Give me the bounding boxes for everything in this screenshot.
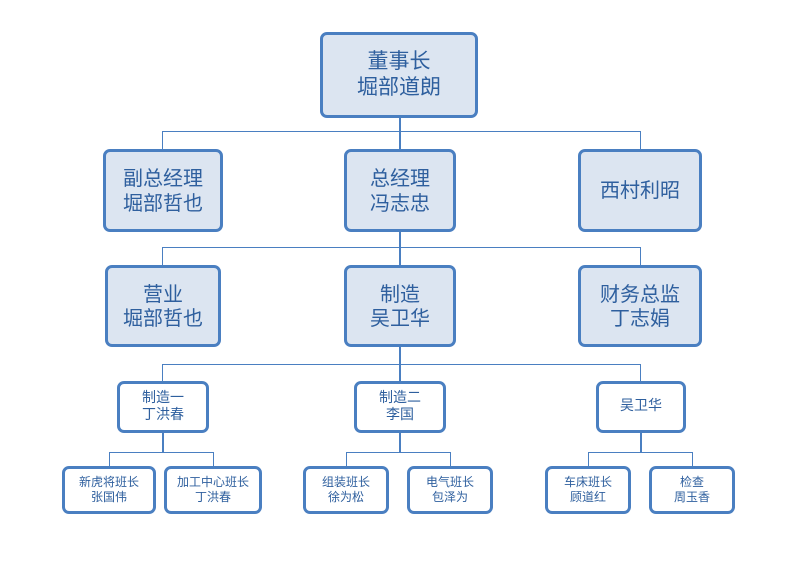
node-machining-center-team-title: 加工中心班长 — [176, 475, 249, 490]
connector-drop-wu-weihua — [640, 364, 641, 381]
connector-drop-electrical-team — [450, 452, 451, 466]
connector-bus-wu-weihua — [588, 452, 693, 453]
node-xinhujiang-team-name: 张国伟 — [90, 490, 127, 504]
node-finance-director[interactable]: 财务总监 丁志娟 — [578, 265, 702, 347]
node-finance-director-name: 丁志娟 — [610, 306, 670, 330]
node-nishimura[interactable]: 西村利昭 — [578, 149, 702, 232]
connector-drop-manufacturing — [399, 247, 401, 265]
connector-drop-mfg-two — [399, 364, 401, 381]
node-mfg-one-title: 制造一 — [142, 389, 184, 406]
node-finance-director-title: 财务总监 — [600, 281, 680, 306]
node-general-manager-name: 冯志忠 — [370, 190, 430, 215]
connector-chairman-stem — [399, 118, 401, 132]
connector-drop-mfg-one — [162, 364, 163, 381]
node-manufacturing-title: 制造 — [380, 281, 420, 306]
node-general-manager[interactable]: 总经理 冯志忠 — [344, 149, 456, 232]
connector-mfg-two-stem — [399, 432, 401, 453]
node-nishimura-title: 西村利昭 — [600, 178, 680, 203]
connector-general-manager-stem — [399, 232, 401, 248]
connector-bus-row2 — [162, 247, 640, 248]
node-lathe-team-title: 车床班长 — [563, 475, 612, 490]
node-electrical-team-name: 包泽为 — [431, 490, 468, 504]
node-general-manager-title: 总经理 — [370, 166, 430, 191]
node-mfg-one[interactable]: 制造一 丁洪春 — [117, 381, 209, 433]
connector-bus-mfg-two — [346, 452, 451, 453]
node-chairman[interactable]: 董事长 堀部道朗 — [320, 32, 478, 118]
node-machining-center-team-name: 丁洪春 — [194, 490, 231, 504]
node-manufacturing-name: 吴卫华 — [370, 306, 430, 330]
connector-mfg-one-stem — [162, 432, 164, 453]
connector-drop-deputy-gm — [162, 131, 163, 149]
connector-bus-row1 — [162, 131, 640, 132]
node-wu-weihua-title: 吴卫华 — [620, 398, 662, 415]
node-assembly-team-name: 徐为松 — [327, 490, 364, 504]
node-machining-center-team[interactable]: 加工中心班长 丁洪春 — [164, 466, 262, 514]
connector-drop-xinhujiang-team — [109, 452, 110, 466]
node-lathe-team[interactable]: 车床班长 顾道红 — [545, 466, 631, 514]
connector-bus-mfg-one — [109, 452, 214, 453]
node-wu-weihua[interactable]: 吴卫华 — [596, 381, 686, 433]
node-inspection-team-title: 检查 — [679, 475, 704, 490]
node-deputy-gm[interactable]: 副总经理 堀部哲也 — [103, 149, 223, 232]
connector-manufacturing-stem — [399, 347, 401, 365]
node-sales[interactable]: 营业 堀部哲也 — [105, 265, 221, 347]
connector-drop-general-manager — [399, 131, 401, 149]
node-lathe-team-name: 顾道红 — [569, 490, 606, 504]
connector-drop-nishimura — [640, 131, 641, 149]
connector-drop-inspection-team — [692, 452, 693, 466]
node-mfg-two-name: 李国 — [386, 407, 414, 423]
connector-drop-machining-center-team — [213, 452, 214, 466]
connector-wu-weihua-stem — [640, 432, 642, 453]
node-mfg-one-name: 丁洪春 — [142, 407, 184, 423]
node-sales-name: 堀部哲也 — [123, 306, 203, 330]
node-chairman-title: 董事长 — [367, 49, 431, 74]
node-electrical-team-title: 电气班长 — [425, 475, 474, 490]
connector-drop-assembly-team — [346, 452, 347, 466]
connector-drop-sales — [162, 247, 163, 265]
node-deputy-gm-title: 副总经理 — [123, 166, 203, 191]
node-sales-title: 营业 — [143, 281, 183, 306]
node-assembly-team-title: 组装班长 — [321, 475, 370, 490]
node-xinhujiang-team[interactable]: 新虎将班长 张国伟 — [62, 466, 156, 514]
node-manufacturing[interactable]: 制造 吴卫华 — [344, 265, 456, 347]
node-mfg-two-title: 制造二 — [379, 389, 421, 406]
connector-drop-lathe-team — [588, 452, 589, 466]
node-deputy-gm-name: 堀部哲也 — [123, 190, 203, 215]
node-xinhujiang-team-title: 新虎将班长 — [78, 475, 139, 490]
node-chairman-name: 堀部道朗 — [357, 75, 441, 99]
connector-drop-finance-director — [640, 247, 641, 265]
node-assembly-team[interactable]: 组装班长 徐为松 — [303, 466, 389, 514]
connector-bus-row3 — [162, 364, 640, 365]
node-electrical-team[interactable]: 电气班长 包泽为 — [407, 466, 493, 514]
node-mfg-two[interactable]: 制造二 李国 — [354, 381, 446, 433]
node-inspection-team-name: 周玉香 — [673, 490, 710, 504]
node-inspection-team[interactable]: 检查 周玉香 — [649, 466, 735, 514]
